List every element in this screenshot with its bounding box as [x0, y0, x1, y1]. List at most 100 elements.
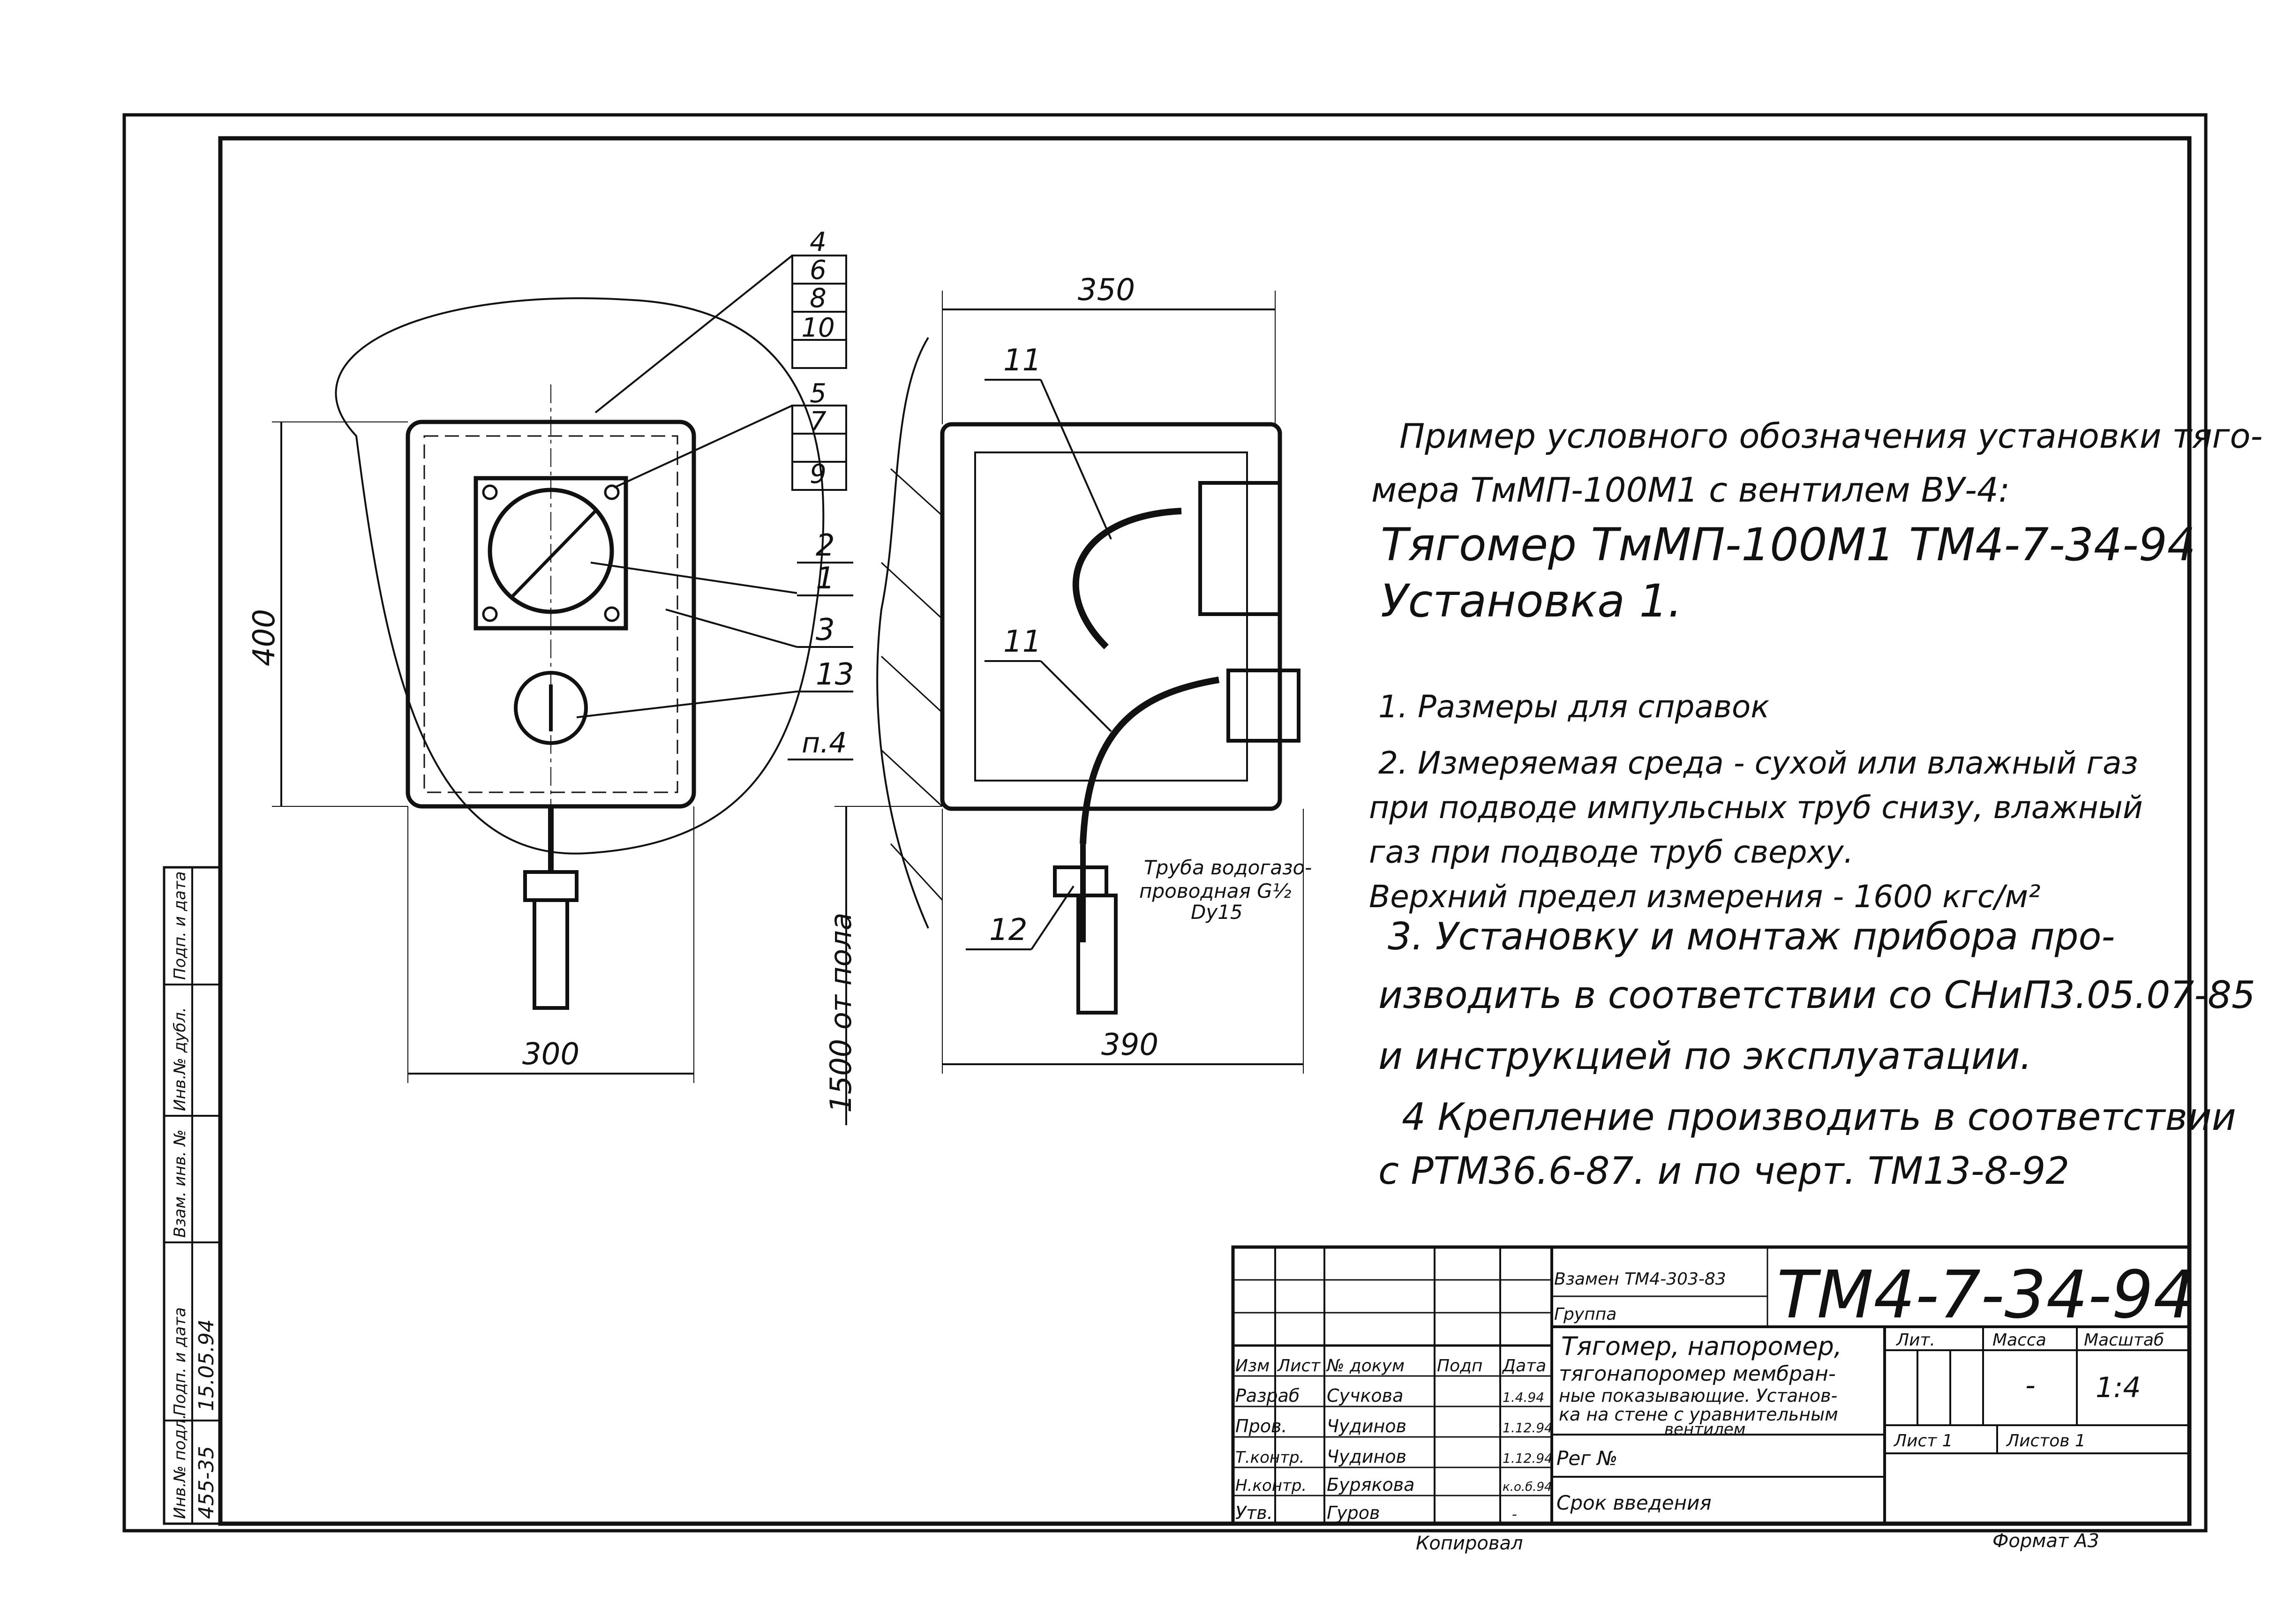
date-developer: 1.4.94 — [1503, 1390, 1544, 1405]
dim-400-label: 400 — [247, 609, 282, 666]
stamp-header-replaces: Взам. инв. № — [171, 1129, 189, 1238]
callout-9: 9 — [810, 459, 827, 489]
callout-11-top: 11 — [1003, 343, 1041, 378]
col-doc: № докум — [1326, 1356, 1405, 1376]
callout-11-bottom: 11 — [1003, 624, 1041, 659]
reg-no-label: Рег № — [1556, 1447, 1617, 1470]
note-2a: 2. Измеряемая среда - сухой или влажный … — [1378, 745, 2138, 781]
role-checker: Пров. — [1235, 1416, 1287, 1436]
stamp-date: 15.05.94 — [195, 1319, 218, 1411]
scale-header: Масштаб — [2084, 1331, 2164, 1350]
date-ncontrol: к.о.б.94 — [1503, 1480, 1552, 1494]
pipe-upper — [1072, 508, 1182, 649]
panel-side-inner — [974, 451, 1248, 782]
date-tcontrol: 1.12.94 — [1503, 1451, 1553, 1466]
callout-1: 1 — [816, 561, 835, 596]
drawing-code: ТМ4-7-34-94 — [1777, 1257, 2195, 1333]
stamp-header-inv: Инв.№ подл. — [171, 1414, 189, 1519]
note-2c: газ при подводе труб сверху. — [1369, 834, 1854, 870]
flange-bolt-icon — [482, 606, 498, 622]
wall-surface-line — [876, 337, 929, 929]
group-label: Группа — [1554, 1305, 1616, 1324]
callout-6: 6 — [810, 255, 827, 286]
gauge-flange — [474, 476, 628, 631]
wall-outline — [335, 297, 825, 855]
pipe-stub — [533, 898, 569, 1010]
pipe-stub-side — [1076, 894, 1118, 1015]
side-view: 350 390 1500 от пола 11 11 12 Труба водо… — [824, 273, 1312, 1125]
note-4a: 4 Крепление производить в соответствии — [1402, 1095, 2236, 1139]
intro-date-label: Срок введения — [1556, 1491, 1712, 1514]
title-line2: тягонапоромер мембран- — [1559, 1362, 1836, 1386]
callout-13: 13 — [816, 657, 854, 692]
name-tcontrol: Чудинов — [1327, 1446, 1406, 1467]
callout-stack-mid: 5 7 9 — [614, 378, 847, 491]
role-approver: Утв. — [1235, 1503, 1273, 1523]
stamp-header-dup: Инв.№ дубл. — [171, 1007, 189, 1111]
col-list: Лист — [1277, 1356, 1321, 1376]
valve-body-side — [1226, 669, 1300, 743]
callout-12: 12 — [989, 913, 1027, 947]
title-line4: ка на стене с уравнительным — [1559, 1404, 1838, 1425]
designation-line2: мера ТмМП-100М1 с вентилем ВУ-4: — [1371, 470, 2010, 510]
leader-line — [1040, 660, 1112, 732]
leader-line — [665, 609, 797, 648]
leader-line — [614, 405, 793, 489]
callout-8: 8 — [810, 283, 827, 314]
gauge-body-side — [1198, 481, 1282, 616]
role-tcontrol: Т.контр. — [1235, 1448, 1304, 1467]
flange-bolt-icon — [604, 606, 620, 622]
callout-p4: п.4 — [802, 727, 847, 759]
pipe-note-line2: проводная G½ — [1139, 880, 1292, 902]
dim-390-label: 390 — [1101, 1028, 1158, 1062]
pipe-nut — [523, 870, 579, 902]
scale-value: 1:4 — [2096, 1371, 2141, 1404]
name-approver: Гуров — [1327, 1503, 1380, 1523]
note-1: 1. Размеры для справок — [1378, 689, 1769, 725]
note-3a: 3. Установку и монтаж прибора про- — [1388, 915, 2115, 958]
name-ncontrol: Бурякова — [1327, 1474, 1414, 1495]
mass-header: Масса — [1992, 1331, 2046, 1350]
callout-3: 3 — [816, 613, 835, 647]
stamp-inv-no: 455-35 — [195, 1446, 218, 1519]
front-view: 400 300 4 6 8 10 5 7 9 2 1 — [247, 227, 854, 1083]
dim-300-label: 300 — [522, 1037, 579, 1072]
stamp-header-sign: Подп. и дата — [171, 1307, 189, 1416]
callout-10: 10 — [801, 313, 834, 343]
title-line3: ные показывающие. Установ- — [1559, 1385, 1837, 1406]
name-checker: Чудинов — [1327, 1416, 1406, 1436]
leader-line — [1030, 885, 1075, 950]
note-4b: с РТМ36.6-87. и по черт. ТМ13-8-92 — [1378, 1149, 2069, 1193]
flange-bolt-icon — [482, 484, 498, 500]
panel-side — [940, 422, 1282, 811]
title-line5: вентилем — [1664, 1420, 1745, 1439]
lit-header: Лит. — [1895, 1331, 1935, 1350]
note-3c: и инструкцией по эксплуатации. — [1378, 1034, 2032, 1078]
leader-line — [590, 562, 797, 594]
note-2b: при подводе импульсных труб снизу, влажн… — [1369, 789, 2143, 826]
col-date: Дата — [1502, 1356, 1546, 1376]
copied-label: Копировал — [1416, 1533, 1523, 1554]
designation-line3: Тягомер ТмМП-100М1 ТМ4-7-34-94 — [1381, 519, 2196, 571]
callout-4: 4 — [810, 227, 827, 257]
callout-7: 7 — [810, 406, 827, 437]
callout-5: 5 — [810, 378, 827, 409]
designation-line4: Установка 1. — [1381, 575, 1682, 627]
pipe-note-line1: Труба водогазо- — [1144, 856, 1312, 879]
mass-value: - — [2025, 1369, 2036, 1402]
date-checker: 1.12.94 — [1503, 1420, 1553, 1436]
gauge-needle — [510, 510, 597, 599]
side-stamp: Инв.№ подл. Подп. и дата Взам. инв. № Ин… — [163, 866, 222, 1525]
dim-1500-label: 1500 от пола — [824, 912, 858, 1113]
leader-line — [594, 255, 793, 414]
replaces-label: Взамен ТМ4-303-83 — [1554, 1270, 1726, 1289]
flange-bolt-icon — [604, 484, 620, 500]
pipe-lower — [1080, 677, 1220, 844]
title-line1: Тягомер, напоромер, — [1561, 1331, 1842, 1361]
col-sign: Подп — [1437, 1356, 1483, 1376]
col-izm: Изм — [1235, 1356, 1270, 1376]
callout-stack-top: 4 6 8 10 — [594, 227, 847, 414]
sheets-label: Листов 1 — [2006, 1431, 2086, 1451]
format-label: Формат А3 — [1992, 1530, 2099, 1552]
